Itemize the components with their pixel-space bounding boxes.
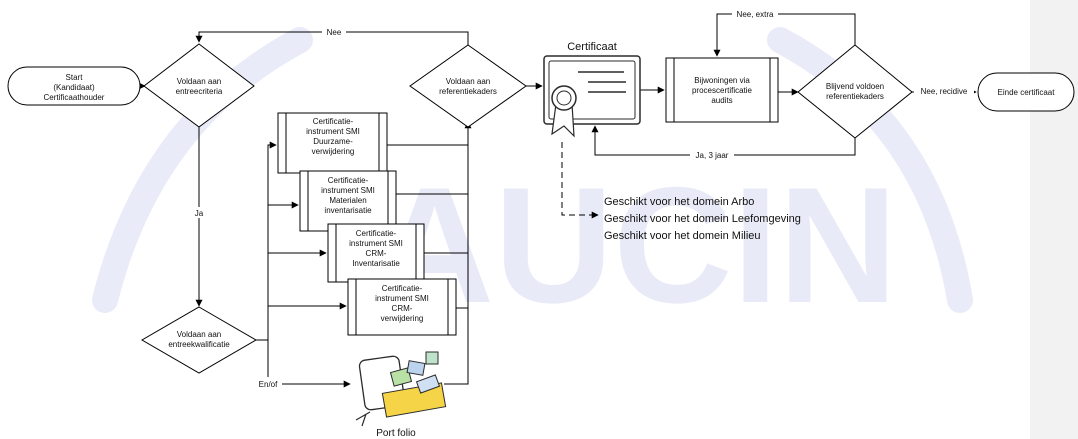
domain-item-leefomgeving: Geschikt voor het domein Leefomgeving — [604, 213, 801, 225]
start-node: Start (Kandidaat) Certificaathouder — [7, 66, 141, 106]
instrument-4-label-3: CRM- — [392, 304, 413, 313]
edge-label-nee-extra: Nee, extra — [737, 10, 774, 19]
bijwoningen-label-3: audits — [711, 96, 732, 105]
instrument-crm-inventarisatie: Certificatie- instrument SMI CRM- Invent… — [327, 223, 425, 283]
decision-blijvend: Blijvend voldoen referentiekaders — [797, 44, 913, 139]
instrument-crm-verwijdering: Certificatie- instrument SMI CRM- verwij… — [347, 278, 457, 336]
instrument-3-label-3: CRM- — [366, 249, 387, 258]
decision-referentiekaders-label-1: Voldaan aan — [446, 77, 491, 86]
edge-labels: Nee Ja En/of Nee, extra Nee, recidive Ja… — [192, 9, 974, 389]
domain-list: Geschikt voor het domein Arbo Geschikt v… — [604, 196, 801, 242]
decision-entreekwalificatie-label-2: entreekwalificatie — [168, 340, 230, 349]
instrument-1-label-4: verwijdering — [312, 147, 355, 156]
instrument-1-label-3: Duurzame- — [313, 137, 353, 146]
decision-blijvend-label-1: Blijvend voldoen — [826, 82, 884, 91]
einde-label: Einde certificaat — [998, 88, 1056, 97]
domain-item-milieu: Geschikt voor het domein Milieu — [604, 230, 761, 242]
instrument-1-label-2: instrument SMI — [306, 127, 360, 136]
instrument-materialen-inventarisatie: Certificatie- instrument SMI Materialen … — [299, 170, 397, 232]
einde-node: Einde certificaat — [977, 72, 1075, 112]
edge-label-en-of: En/of — [259, 380, 278, 389]
edge-label-ja-3-jaar: Ja, 3 jaar — [696, 151, 729, 160]
start-label-2: (Kandidaat) — [53, 83, 95, 92]
decision-entreecriteria-label-2: entreecriteria — [176, 87, 223, 96]
portfolio-label: Port folio — [376, 428, 416, 439]
bijwoningen-label-2: procescertificatie — [692, 86, 753, 95]
instrument-4-label-4: verwijdering — [381, 314, 424, 323]
instrument-2-label-3: Materialen — [329, 196, 366, 205]
bijwoningen-label-1: Bijwoningen via — [694, 76, 750, 85]
connectors — [138, 13, 977, 388]
decision-entreecriteria: Voldaan aan entreecriteria — [143, 43, 255, 128]
instrument-3-label-4: Inventarisatie — [352, 259, 400, 268]
portfolio-node: Port folio — [355, 351, 447, 439]
instrument-1-label-1: Certificatie- — [313, 117, 354, 126]
portfolio-icon — [355, 351, 447, 427]
decision-entreekwalificatie-label-1: Voldaan aan — [177, 330, 222, 339]
watermark: AUCIN — [92, 27, 973, 337]
instrument-4-label-2: instrument SMI — [375, 294, 429, 303]
instrument-3-label-1: Certificatie- — [356, 229, 397, 238]
instrument-4-label-1: Certificatie- — [382, 284, 423, 293]
decision-entreecriteria-label-1: Voldaan aan — [177, 77, 222, 86]
decision-entreekwalificatie: Voldaan aan entreekwalificatie — [141, 306, 257, 374]
instrument-2-label-1: Certificatie- — [328, 176, 369, 185]
start-label-3: Certificaathouder — [44, 93, 105, 102]
watermark-text: AUCIN — [375, 153, 897, 337]
domain-item-arbo: Geschikt voor het domein Arbo — [604, 196, 754, 208]
instrument-2-label-4: inventarisatie — [324, 206, 372, 215]
instrument-3-label-2: instrument SMI — [349, 239, 403, 248]
certificate-icon — [543, 55, 641, 138]
edge-label-nee-recidive: Nee, recidive — [921, 87, 968, 96]
edge-label-ja: Ja — [195, 209, 204, 218]
bijwoningen-node: Bijwoningen via procescertificatie audit… — [665, 57, 779, 123]
instrument-duurzame-verwijdering: Certificatie- instrument SMI Duurzame- v… — [277, 112, 388, 174]
start-label-1: Start — [66, 73, 84, 82]
decision-referentiekaders-label-2: referentiekaders — [439, 87, 497, 96]
decision-blijvend-label-2: referentiekaders — [826, 92, 884, 101]
decision-referentiekaders: Voldaan aan referentiekaders — [409, 44, 527, 128]
certificaat-node: Certificaat — [543, 41, 641, 138]
instrument-2-label-2: instrument SMI — [321, 186, 375, 195]
edge-label-nee: Nee — [327, 28, 342, 37]
certificaat-label: Certificaat — [567, 41, 617, 53]
